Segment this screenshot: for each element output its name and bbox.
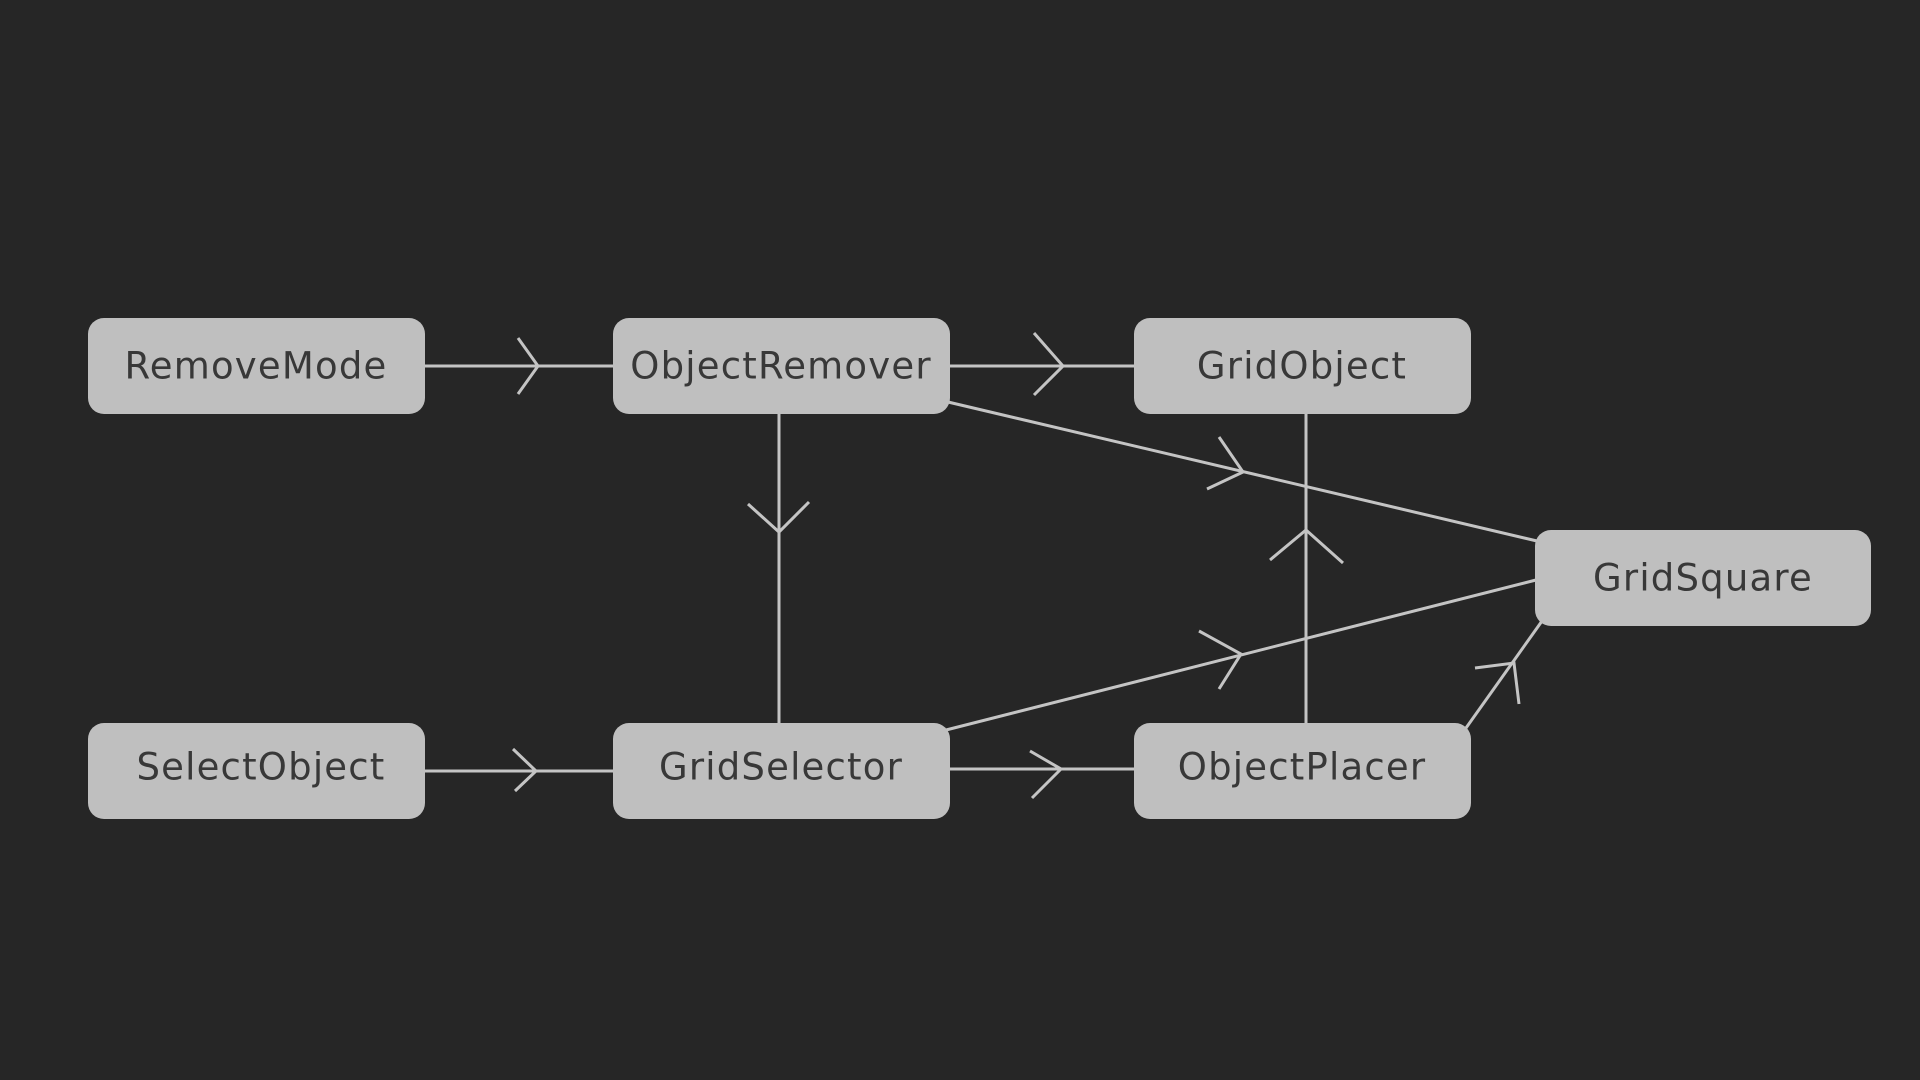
edge-object-remover-to-grid-square — [947, 400, 1538, 543]
node-grid-square[interactable]: GridSquare — [1535, 530, 1871, 626]
node-object-placer[interactable]: ObjectPlacer — [1134, 723, 1471, 819]
node-grid-selector-label: GridSelector — [659, 746, 903, 789]
node-remove-mode-label: RemoveMode — [125, 345, 388, 388]
edge-object-placer-to-grid-square — [1464, 620, 1544, 729]
node-object-remover[interactable]: ObjectRemover — [613, 318, 950, 414]
node-grid-object-label: GridObject — [1197, 345, 1407, 388]
edge-object-remover-to-grid-object — [950, 332, 1134, 397]
edge-remove-mode-to-object-remover — [425, 337, 613, 395]
node-object-remover-label: ObjectRemover — [630, 345, 931, 388]
node-grid-selector[interactable]: GridSelector — [613, 723, 950, 819]
node-grid-square-label: GridSquare — [1593, 557, 1813, 600]
edge-object-placer-to-grid-object — [1269, 413, 1344, 723]
edge-grid-selector-to-object-placer — [950, 749, 1134, 800]
node-select-object-label: SelectObject — [136, 746, 385, 789]
edge-object-remover-to-grid-selector — [746, 413, 811, 723]
node-grid-object[interactable]: GridObject — [1134, 318, 1471, 414]
edge-select-object-to-grid-selector — [425, 747, 613, 793]
node-object-placer-label: ObjectPlacer — [1178, 746, 1427, 789]
node-select-object[interactable]: SelectObject — [88, 723, 425, 819]
edge-grid-selector-to-grid-square — [945, 578, 1537, 732]
node-remove-mode[interactable]: RemoveMode — [88, 318, 425, 414]
